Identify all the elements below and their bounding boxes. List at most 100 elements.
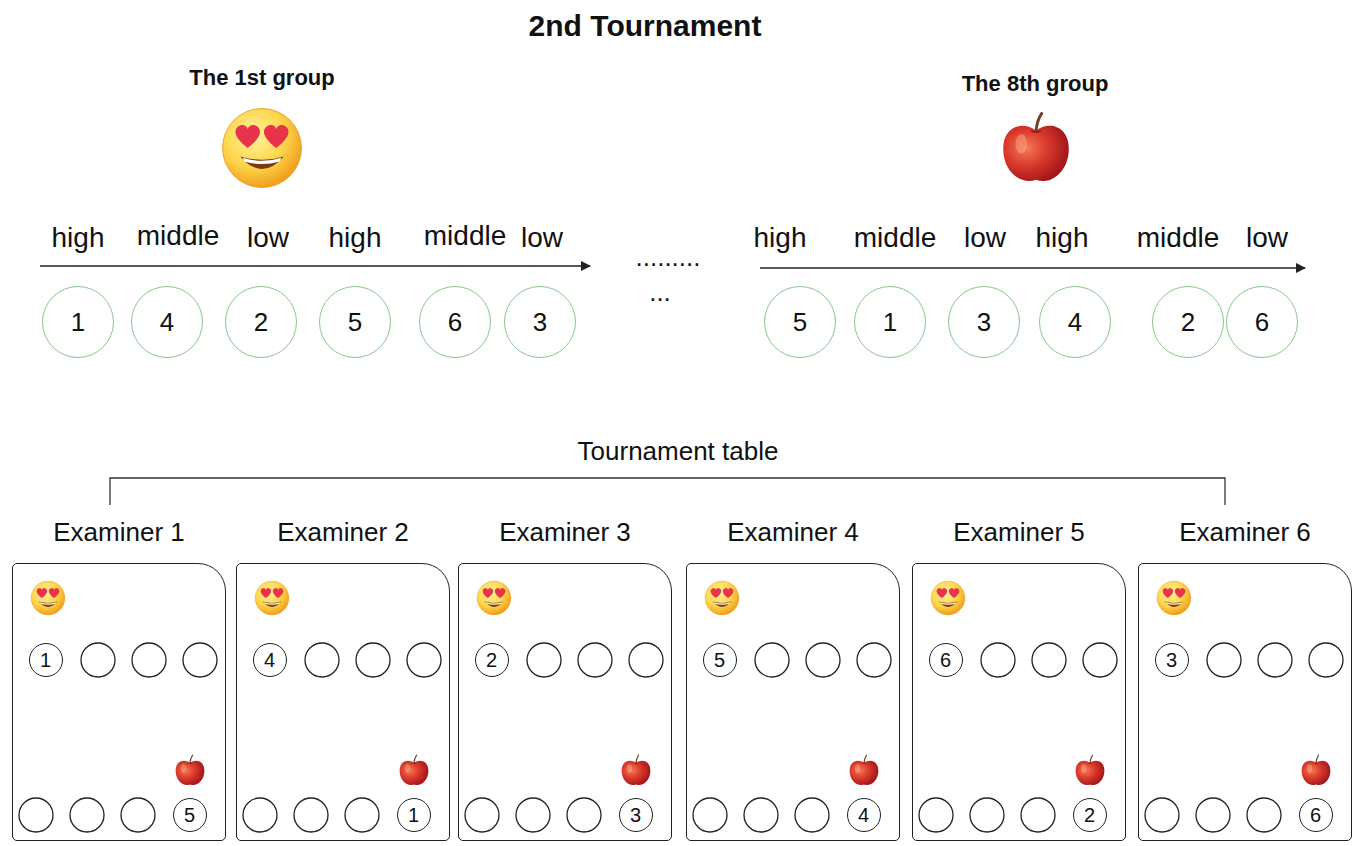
- ellipsis: ...: [649, 278, 671, 308]
- heart-eyes-emoji: [931, 581, 965, 615]
- circle-number: 3: [1166, 649, 1177, 671]
- circle-number: 1: [408, 804, 419, 826]
- axis-label: high: [1036, 222, 1089, 254]
- examiner-heading: Examiner 3: [499, 518, 631, 548]
- score-circle: 5: [703, 643, 737, 677]
- examiner-box: Examiner 323: [458, 563, 672, 841]
- circle-number: 5: [793, 308, 807, 337]
- axis-label: low: [964, 222, 1006, 254]
- score-circle: 3: [504, 286, 576, 358]
- heart-eyes-emoji: [223, 109, 302, 188]
- heart-eyes-emoji: [477, 581, 511, 615]
- circle-number: 4: [1068, 308, 1082, 337]
- examiner-heading: Examiner 1: [53, 518, 185, 548]
- score-circle: 6: [929, 643, 963, 677]
- score-circle: 3: [1155, 643, 1189, 677]
- circle-number: 6: [1255, 308, 1269, 337]
- examiner-box: Examiner 454: [686, 563, 900, 841]
- circle-number: 5: [714, 649, 725, 671]
- apple-icon: [622, 755, 651, 785]
- score-circle: 4: [253, 643, 287, 677]
- examiner-box: Examiner 115: [12, 563, 226, 841]
- score-circle: 4: [847, 798, 881, 832]
- axis-label: middle: [854, 222, 936, 254]
- examiner-box: Examiner 636: [1138, 563, 1352, 841]
- apple-icon: [850, 755, 879, 785]
- empty-slots: [1145, 643, 1343, 832]
- axis-arrow: [760, 267, 1305, 269]
- examiner-heading: Examiner 4: [727, 518, 859, 548]
- table-bracket: [110, 478, 1225, 505]
- score-circle: 4: [1039, 286, 1111, 358]
- examiner-heading: Examiner 2: [277, 518, 409, 548]
- score-circle: 5: [764, 286, 836, 358]
- examiner-box: Examiner 562: [912, 563, 1126, 841]
- circle-number: 5: [184, 804, 195, 826]
- apple-icon: [1003, 113, 1069, 181]
- score-circle: 1: [29, 643, 63, 677]
- score-circle: 4: [131, 286, 203, 358]
- circle-number: 6: [1310, 804, 1321, 826]
- circle-number: 2: [1181, 308, 1195, 337]
- circle-number: 4: [858, 804, 869, 826]
- axis-arrow: [40, 265, 590, 267]
- score-circle: 2: [1152, 286, 1224, 358]
- circle-number: 1: [40, 649, 51, 671]
- axis-label: high: [754, 222, 807, 254]
- axis-label: low: [521, 222, 563, 254]
- circle-number: 6: [940, 649, 951, 671]
- circle-number: 3: [533, 308, 547, 337]
- axis-label: middle: [137, 220, 219, 252]
- score-circle: 6: [1226, 286, 1298, 358]
- score-circle: 1: [854, 286, 926, 358]
- empty-slots: [243, 643, 441, 832]
- circle-number: 4: [264, 649, 275, 671]
- empty-slots: [19, 643, 217, 832]
- circle-number: 4: [160, 308, 174, 337]
- circle-number: 3: [977, 308, 991, 337]
- axis-label: low: [1246, 222, 1288, 254]
- axis-label: low: [247, 222, 289, 254]
- apple-icon: [1302, 755, 1331, 785]
- score-circle: 1: [397, 798, 431, 832]
- circle-number: 2: [486, 649, 497, 671]
- score-circle: 2: [225, 286, 297, 358]
- empty-slots: [693, 643, 891, 832]
- circle-number: 6: [448, 308, 462, 337]
- group-heading: The 1st group: [189, 65, 334, 90]
- score-circle: 3: [619, 798, 653, 832]
- heart-eyes-emoji: [255, 581, 289, 615]
- score-circle: 5: [319, 286, 391, 358]
- score-circle: 1: [42, 286, 114, 358]
- score-circle: 2: [1073, 798, 1107, 832]
- circle-number: 2: [1084, 804, 1095, 826]
- title: 2nd Tournament: [529, 9, 762, 44]
- score-circle: 5: [173, 798, 207, 832]
- apple-icon: [176, 755, 205, 785]
- score-circle: 3: [948, 286, 1020, 358]
- circle-number: 2: [254, 308, 268, 337]
- axis-label: high: [329, 222, 382, 254]
- empty-slots: [465, 643, 663, 832]
- table-label: Tournament table: [578, 437, 779, 467]
- axis-label: high: [52, 222, 105, 254]
- group-heading: The 8th group: [962, 71, 1109, 96]
- ellipsis: .........: [635, 243, 700, 273]
- examiner-heading: Examiner 5: [953, 518, 1085, 548]
- examiner-box: Examiner 241: [236, 563, 450, 841]
- axis-label: middle: [1137, 222, 1219, 254]
- score-circle: 6: [419, 286, 491, 358]
- apple-icon: [400, 755, 429, 785]
- circle-number: 3: [630, 804, 641, 826]
- examiner-heading: Examiner 6: [1179, 518, 1311, 548]
- heart-eyes-emoji: [1157, 581, 1191, 615]
- score-circle: 6: [1299, 798, 1333, 832]
- heart-eyes-emoji: [31, 581, 65, 615]
- heart-eyes-emoji: [705, 581, 739, 615]
- circle-number: 5: [348, 308, 362, 337]
- score-circle: 2: [475, 643, 509, 677]
